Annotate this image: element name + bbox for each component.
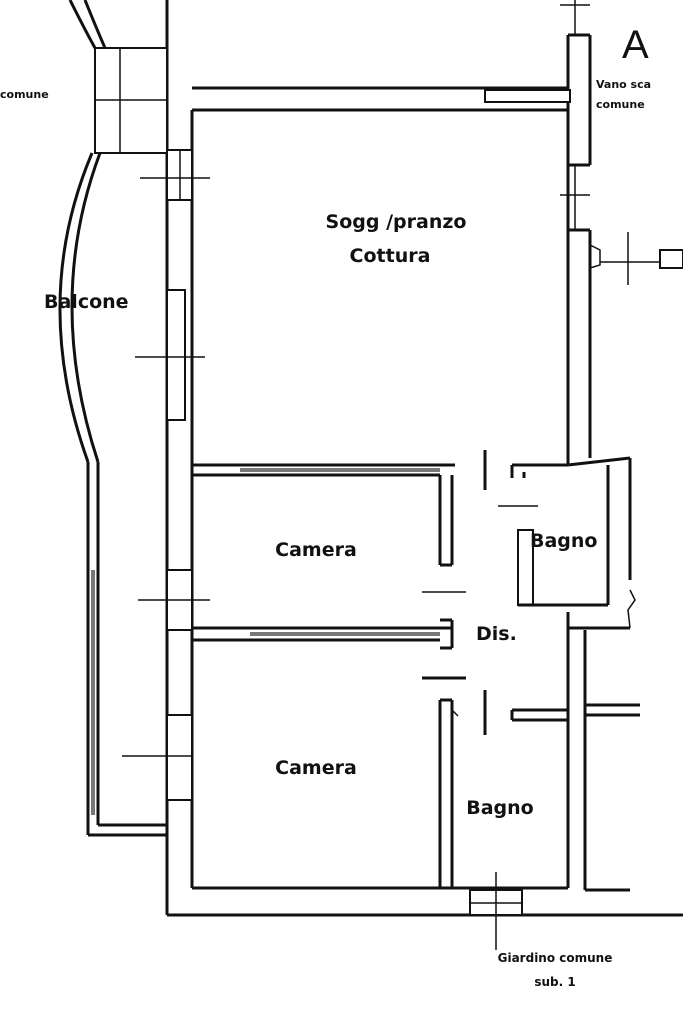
- balcony-label: Balcone: [44, 291, 129, 313]
- hall-label: Dis.: [476, 623, 517, 645]
- stair-label-2: comune: [596, 98, 645, 111]
- garden-label-2: sub. 1: [534, 975, 575, 989]
- kitchen-label: Cottura: [350, 245, 431, 267]
- outer-walls: [165, 0, 683, 917]
- section-letter: A: [622, 23, 649, 67]
- bedroom-2-label: Camera: [275, 757, 357, 779]
- garden-label-1: Giardino comune: [498, 951, 613, 965]
- common-label-left: comune: [0, 88, 49, 101]
- living-label: Sogg /pranzo: [326, 211, 467, 233]
- stair-area: [484, 0, 683, 285]
- interior-walls: [192, 450, 640, 950]
- bedroom-1-label: Camera: [275, 539, 357, 561]
- bathroom-2-label: Bagno: [466, 797, 533, 819]
- stair-label-1: Vano sca: [596, 78, 651, 91]
- balcony: [58, 0, 168, 837]
- bathroom-1-label: Bagno: [530, 530, 597, 552]
- windows-left: [122, 149, 210, 801]
